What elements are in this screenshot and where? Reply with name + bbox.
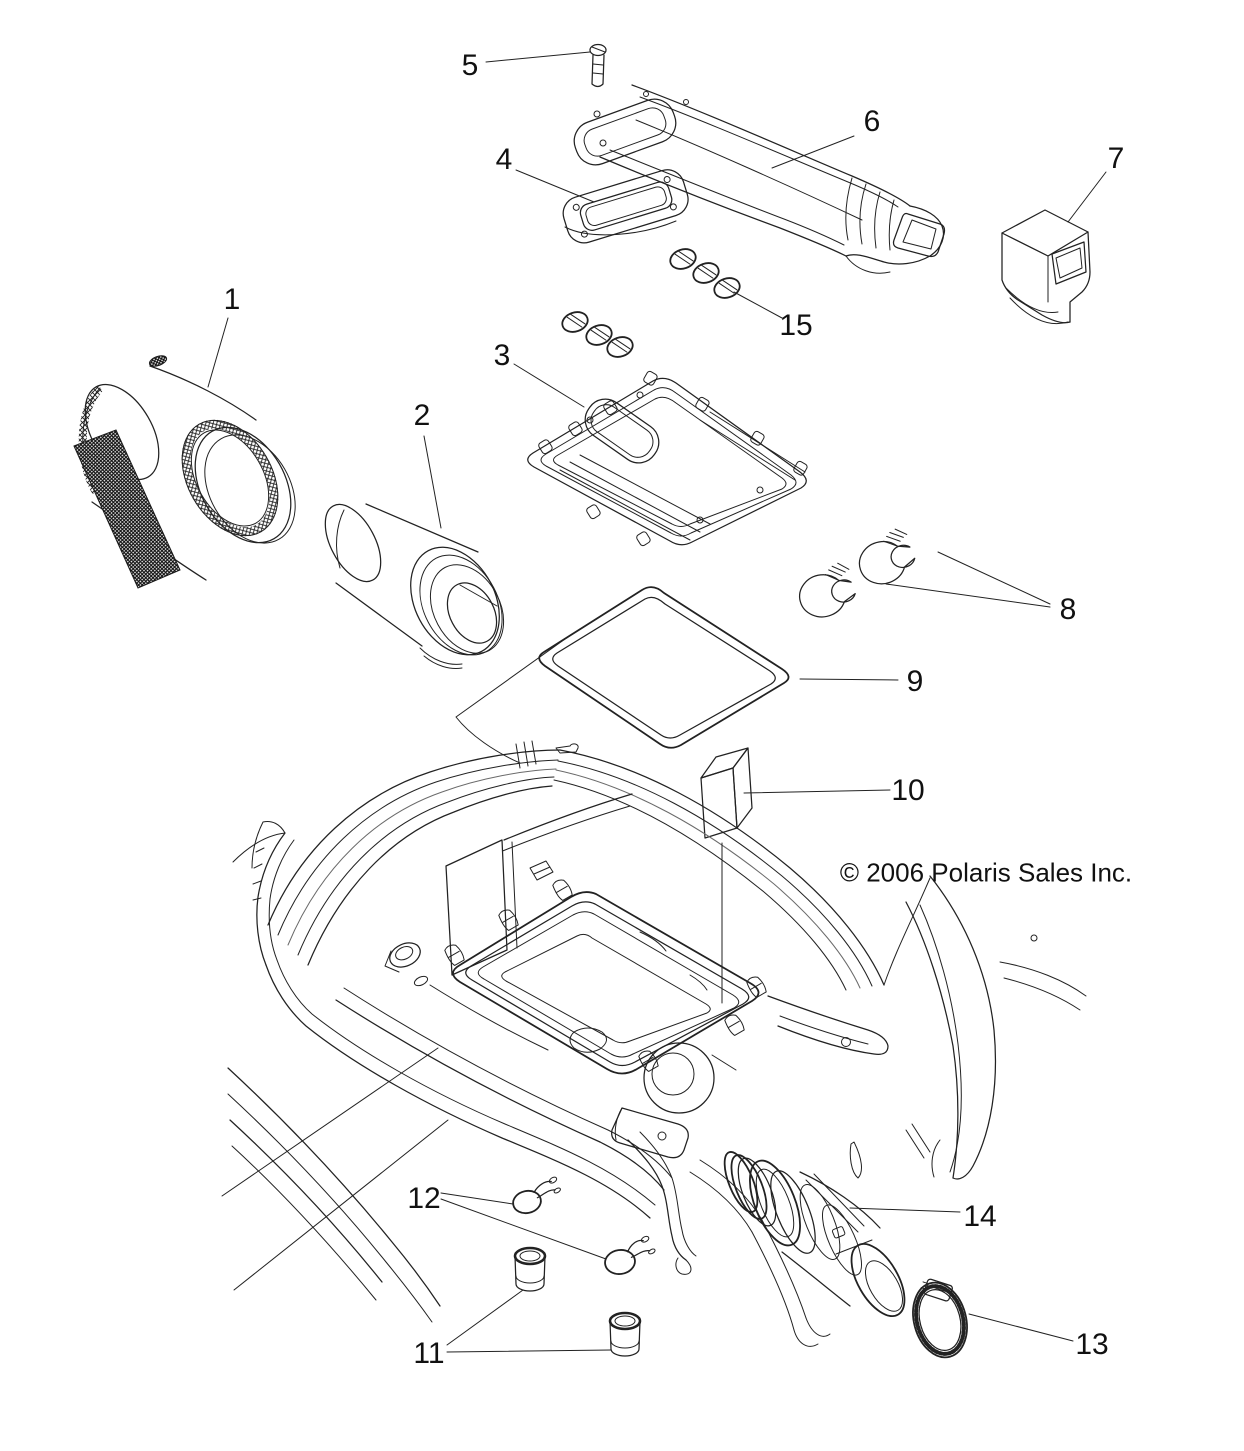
part-7-inlet-boot [1001, 209, 1091, 325]
callout-label-2: 2 [413, 399, 431, 432]
leader-4 [515, 169, 595, 203]
part-6-intake-duct [573, 84, 946, 274]
leader-7 [1067, 171, 1107, 223]
leader-5 [485, 51, 591, 63]
leader-1 [207, 317, 229, 388]
part-8-clamps [799, 528, 916, 618]
leader-11 [446, 1289, 612, 1353]
callout-label-14: 14 [963, 1200, 997, 1233]
part-9-seal [538, 586, 790, 749]
part-15-caps [561, 248, 741, 358]
callout-label-12: 12 [407, 1182, 441, 1215]
copyright-text: © 2006 Polaris Sales Inc. [839, 857, 1133, 888]
part-11-bushings [513, 1246, 642, 1357]
leader-12 [440, 1192, 607, 1260]
part-5-screw [589, 43, 607, 88]
leader-2 [423, 435, 442, 529]
callout-label-9: 9 [906, 665, 924, 698]
callout-label-11: 11 [413, 1337, 445, 1370]
callout-label-10: 10 [891, 774, 925, 807]
part-12-spring-clips [512, 1176, 656, 1275]
leader-lines [207, 51, 1107, 1353]
part-1-prefilter [73, 355, 296, 589]
callout-label-4: 4 [495, 143, 513, 176]
part-2-air-filter [324, 503, 505, 669]
leader-10 [743, 789, 891, 794]
leader-14 [849, 1207, 961, 1213]
part-14-intake-boot [723, 1151, 906, 1317]
callout-label-13: 13 [1075, 1328, 1109, 1361]
callout-label-6: 6 [863, 105, 881, 138]
callout-label-7: 7 [1107, 142, 1125, 175]
leader-3 [513, 363, 585, 408]
leader-13 [968, 1313, 1074, 1342]
leader-9 [799, 678, 899, 681]
leader-6 [771, 135, 855, 169]
callout-label-1: 1 [223, 283, 241, 316]
callout-label-8: 8 [1059, 593, 1077, 626]
vehicle-body-assembly [221, 633, 1087, 1347]
part-4-gasket [562, 169, 689, 244]
callout-label-5: 5 [461, 49, 479, 82]
part-3-airbox-cover [527, 370, 808, 547]
leader-8 [885, 551, 1051, 608]
callout-label-3: 3 [493, 339, 511, 372]
part-13-hose-clamp [912, 1278, 968, 1359]
leader-15 [733, 291, 783, 319]
callout-label-15: 15 [779, 309, 813, 342]
